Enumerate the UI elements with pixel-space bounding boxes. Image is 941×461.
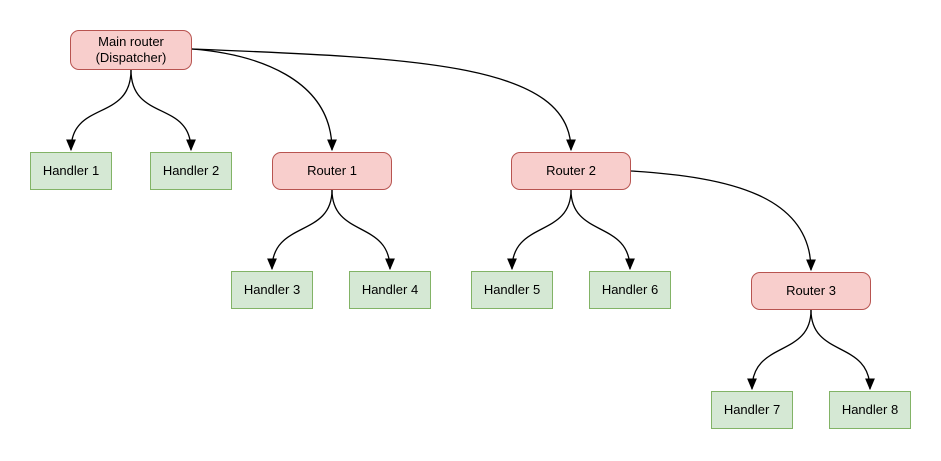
edge-main-to-router2 bbox=[191, 48, 576, 152]
node-handler-3: Handler 3 bbox=[231, 271, 313, 309]
edge-router2-to-handler5 bbox=[507, 189, 572, 271]
edge-router2-to-router3 bbox=[630, 170, 816, 272]
edge-router1-to-handler3 bbox=[267, 189, 333, 271]
edge-main-to-handler1 bbox=[66, 69, 132, 152]
edge-router3-to-handler8 bbox=[810, 309, 875, 391]
node-handler-8: Handler 8 bbox=[829, 391, 911, 429]
node-handler-6: Handler 6 bbox=[589, 271, 671, 309]
node-router-2: Router 2 bbox=[511, 152, 631, 190]
node-handler-1: Handler 1 bbox=[30, 152, 112, 190]
edge-router2-to-handler6 bbox=[570, 189, 635, 271]
node-handler-2: Handler 2 bbox=[150, 152, 232, 190]
node-handler-4: Handler 4 bbox=[349, 271, 431, 309]
node-router-3: Router 3 bbox=[751, 272, 871, 310]
node-handler-5: Handler 5 bbox=[471, 271, 553, 309]
edge-router3-to-handler7 bbox=[747, 309, 812, 391]
node-main-router: Main router (Dispatcher) bbox=[70, 30, 192, 70]
edge-main-to-handler2 bbox=[130, 69, 196, 152]
node-router-1: Router 1 bbox=[272, 152, 392, 190]
edge-router1-to-handler4 bbox=[331, 189, 395, 271]
node-handler-7: Handler 7 bbox=[711, 391, 793, 429]
edge-main-to-router1 bbox=[191, 48, 337, 152]
